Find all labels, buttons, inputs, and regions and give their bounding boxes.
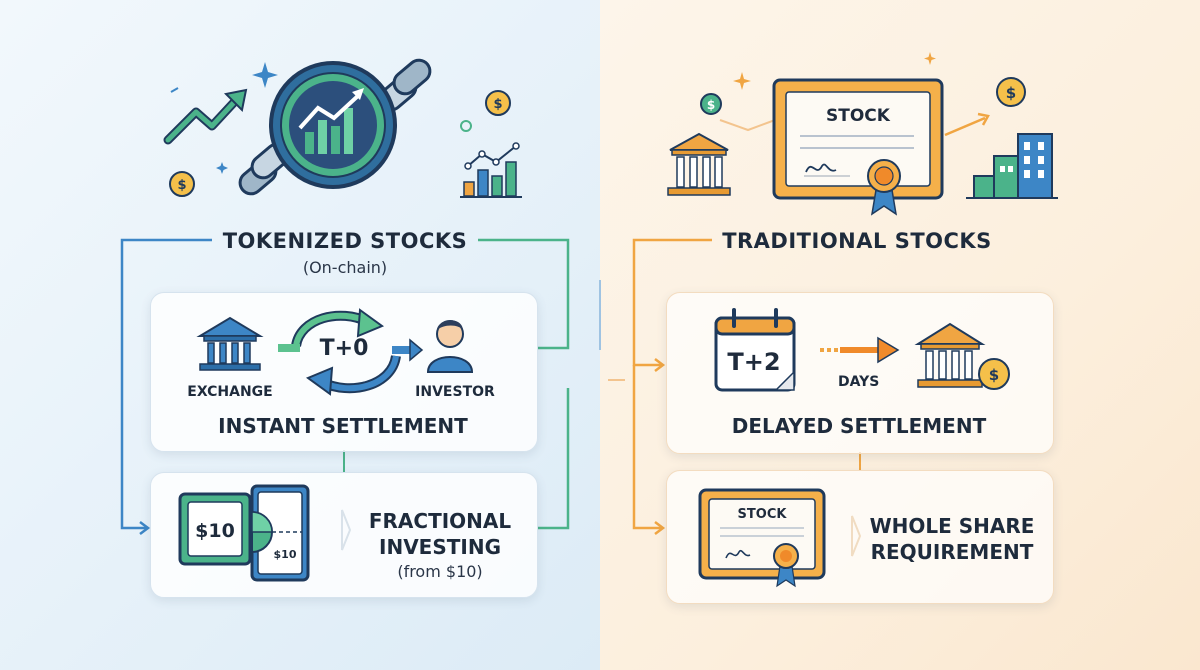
days-label: DAYS (838, 374, 880, 390)
svg-text:$: $ (707, 98, 715, 112)
arrow-right-icon (820, 336, 900, 364)
chevron-icon (851, 515, 862, 557)
dollar-coin-icon: $ (485, 90, 511, 116)
cycle-arrows-icon (278, 308, 424, 396)
instant-settlement-label: INSTANT SETTLEMENT (218, 414, 468, 438)
fraction-value: $10 (273, 548, 297, 561)
dot-icon (460, 120, 472, 132)
money-bill-icon (178, 484, 310, 582)
left-connector (120, 238, 212, 530)
dollar-coin-icon: $ (700, 93, 722, 115)
bank-icon: $ (914, 322, 1010, 390)
building-icon (966, 133, 1058, 199)
sparkle-icon (733, 52, 936, 90)
certificate-title: STOCK (826, 106, 891, 126)
trad-upper-connector (632, 238, 712, 367)
left-arrowhead (139, 521, 151, 535)
small-certificate-title: STOCK (738, 507, 788, 522)
dollar-coin-icon: $ (169, 171, 195, 197)
bar-chart-icon (460, 142, 522, 198)
trad-lower-connector (632, 365, 662, 530)
tokenized-title: TOKENIZED STOCKS (222, 229, 468, 253)
cert-link-arrowhead (977, 112, 990, 126)
whole-share-line1: WHOLE SHARE (869, 514, 1035, 538)
right-lower-connector (538, 388, 570, 530)
tokenized-subtitle: (On-chain) (302, 258, 388, 277)
fractional-line3: (from $10) (397, 562, 483, 581)
cycle-label: T+0 (319, 336, 369, 361)
trad-lower-arrowhead (654, 521, 666, 535)
fractional-line1: FRACTIONAL (368, 509, 512, 533)
investor-label: INVESTOR (415, 384, 495, 400)
traditional-title: TRADITIONAL STOCKS (722, 229, 992, 253)
trad-upper-arrowhead (654, 358, 666, 372)
exchange-label: EXCHANGE (187, 384, 273, 400)
svg-text:$: $ (493, 97, 502, 112)
svg-text:$: $ (989, 366, 999, 384)
investor-icon (426, 320, 474, 373)
bank-icon (667, 132, 731, 196)
ribbon-seal-icon (867, 159, 901, 216)
svg-text:$: $ (177, 178, 186, 193)
calendar-cycle-label: T+2 (727, 348, 780, 376)
right-upper-connector (478, 238, 570, 350)
bill-value: $10 (195, 520, 235, 542)
dollar-coin-icon: $ (996, 77, 1026, 107)
chain-coin-icon (238, 58, 432, 196)
whole-share-line2: REQUIREMENT (870, 540, 1034, 564)
delayed-settlement-label: DELAYED SETTLEMENT (731, 414, 987, 438)
bank-icon (196, 316, 264, 371)
cert-link-left (719, 119, 776, 132)
cert-link-right (944, 116, 986, 137)
instant-settlement-card (150, 292, 538, 452)
chevron-icon (341, 509, 352, 551)
stock-certificate-icon: STOCK (772, 78, 944, 200)
stock-certificate-icon: STOCK (698, 488, 826, 588)
sparkle-icon (170, 62, 278, 174)
calendar-icon: T+2 (714, 308, 796, 392)
growth-arrow-icon (163, 88, 248, 145)
svg-text:$: $ (1006, 84, 1016, 102)
fractional-line2: INVESTING (379, 535, 501, 559)
